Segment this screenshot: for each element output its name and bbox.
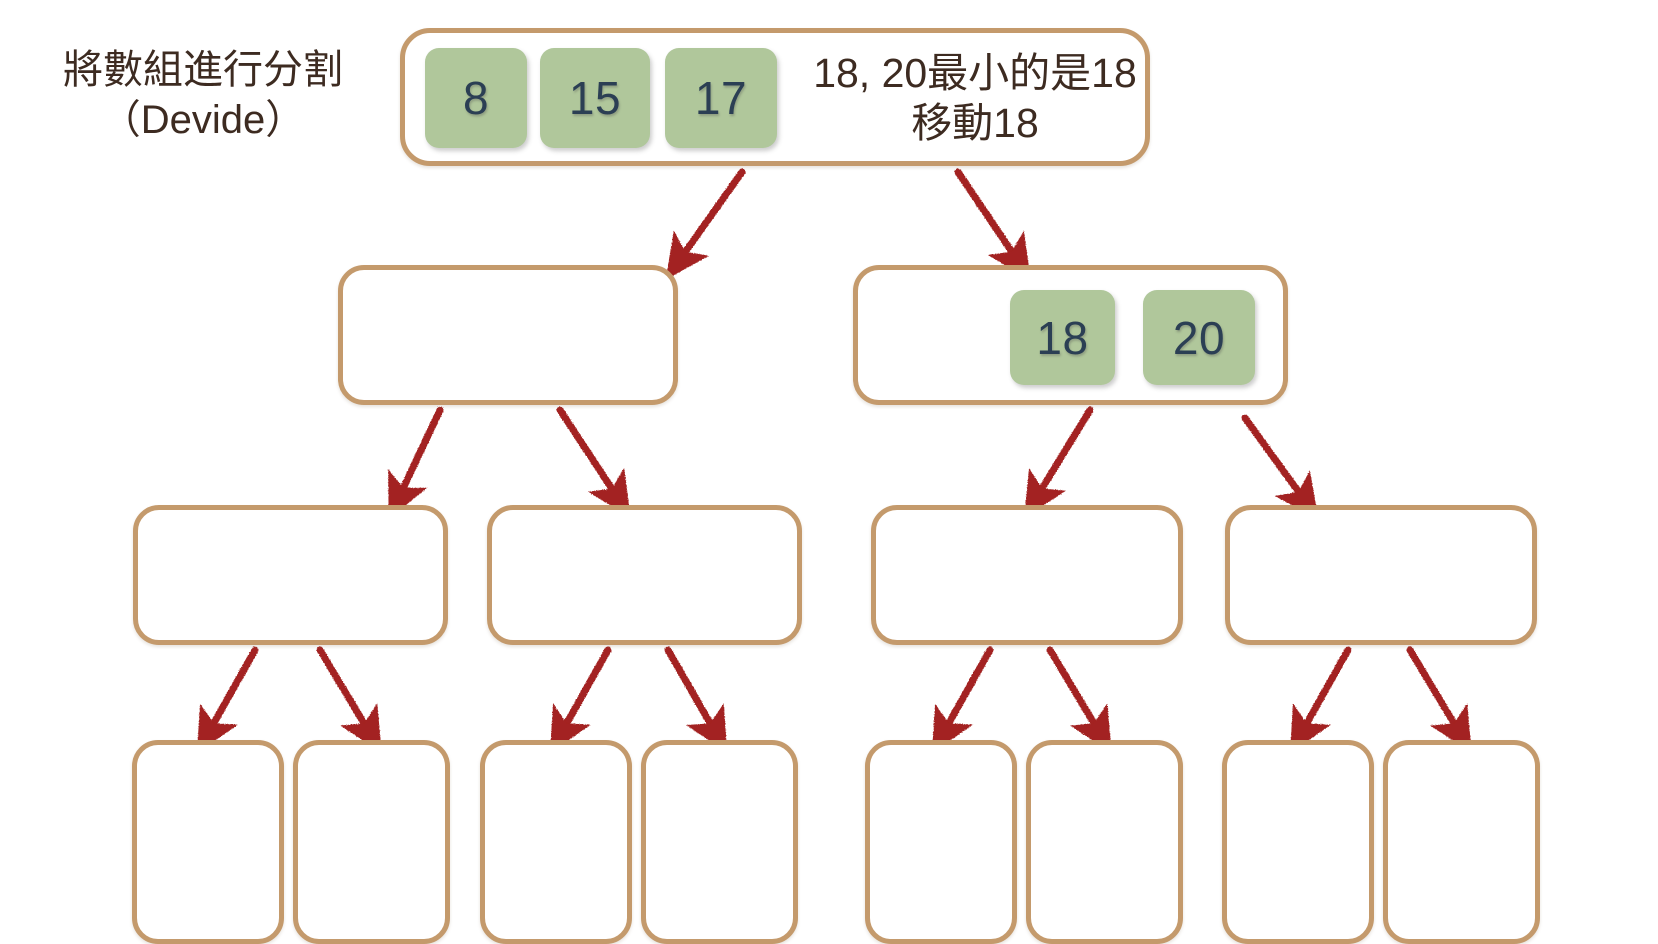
tree-node-box[interactable] [132,740,284,944]
value-tile-label: 18 [1036,311,1089,364]
divide-arrow [664,646,728,754]
tree-node-box[interactable] [293,740,450,944]
value-tile[interactable]: 8 [425,48,527,148]
tree-node-box[interactable] [480,740,632,944]
divide-arrow [665,168,746,280]
annotation-note: 18, 20最小的是18 移動18 [813,50,1137,147]
divide-arrow [1406,646,1472,753]
value-tile[interactable]: 15 [540,48,650,148]
value-tile[interactable]: 20 [1143,290,1255,385]
tree-node-box[interactable] [1026,740,1183,944]
value-tile-label: 15 [568,72,622,124]
divide-arrow [1024,406,1094,518]
value-tile-label: 8 [462,72,490,124]
tree-node-box[interactable] [1383,740,1540,944]
value-tile[interactable]: 18 [1010,290,1115,385]
divide-arrow [196,646,259,754]
divide-arrow [556,406,631,518]
tree-node-box[interactable] [338,265,678,405]
divide-arrow [316,646,382,753]
divide-arrow [549,646,612,754]
tree-node-box[interactable] [865,740,1017,944]
divide-arrow [954,168,1031,281]
divide-arrow [931,646,994,754]
tree-node-box[interactable] [641,740,798,944]
value-tile-label: 17 [694,72,748,124]
tree-node-box[interactable] [133,505,448,645]
divide-arrow [1046,646,1112,753]
divide-arrow [1241,414,1319,520]
divide-arrow [388,406,444,520]
tree-node-box[interactable] [1225,505,1537,645]
value-tile-label: 20 [1172,311,1226,364]
tree-node-box[interactable] [487,505,802,645]
divide-arrow [1289,646,1352,754]
value-tile[interactable]: 17 [665,48,777,148]
tree-node-box[interactable] [1222,740,1374,944]
slide-caption: 將數組進行分割 （Devide） [63,48,343,142]
tree-node-box[interactable] [871,505,1183,645]
